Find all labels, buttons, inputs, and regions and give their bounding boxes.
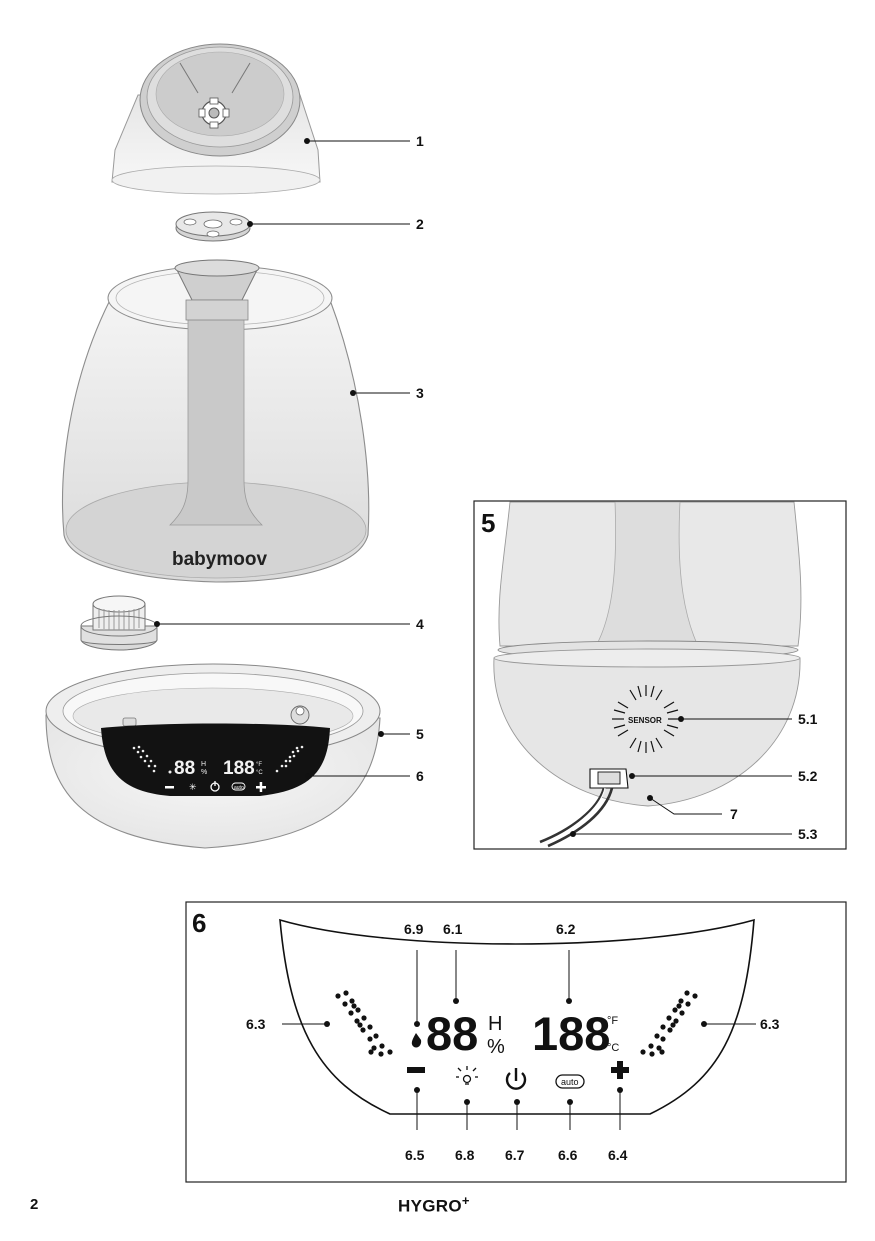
humidity-display: 88 <box>426 1007 478 1060</box>
temperature-display: 188 <box>532 1007 610 1060</box>
sensor-rays <box>612 685 680 753</box>
callout-7: 7 <box>730 806 738 822</box>
mini-humidity-digits: 88 <box>174 758 195 779</box>
callout-5-2: 5.2 <box>798 768 818 784</box>
manual-title: HYGRO+ <box>398 1193 470 1217</box>
callout-5-1: 5.1 <box>798 711 818 727</box>
part-4-filter <box>80 595 158 651</box>
callout-6-4: 6.4 <box>608 1147 628 1163</box>
night-light-icon <box>456 1066 478 1085</box>
svg-text:°C: °C <box>256 770 263 776</box>
detail-box-5: 5 SENSOR <box>473 500 847 850</box>
detail-5-number: 5 <box>481 508 495 538</box>
temp-unit-f: °F <box>607 1015 618 1027</box>
manual-title-text: HYGRO <box>398 1196 462 1216</box>
callout-6-1: 6.1 <box>443 921 463 937</box>
callout-6-7: 6.7 <box>505 1147 525 1163</box>
dots-right-6-3 <box>640 990 698 1057</box>
detail-6-leaders <box>282 950 756 1130</box>
page-number: 2 <box>30 1196 39 1213</box>
mini-temp-digits: 188 <box>223 758 255 779</box>
callout-dots <box>154 138 384 779</box>
mini-dots-left <box>132 745 157 773</box>
detail-5-leaders <box>573 718 792 835</box>
part-6-control-panel: 88 188 H % °F °C ✳ auto <box>101 723 330 796</box>
svg-text:%: % <box>201 769 207 776</box>
manual-title-sup: + <box>461 1193 470 1208</box>
callout-1: 1 <box>416 133 424 149</box>
auto-mode-icon: auto <box>555 1074 585 1089</box>
callout-6-3-left: 6.3 <box>246 1016 266 1032</box>
part-1-mist-cap <box>111 43 321 195</box>
mini-dots-right <box>275 745 304 773</box>
humidity-unit-percent: % <box>487 1036 505 1058</box>
detail-6-dots <box>324 998 707 1105</box>
callout-6-9: 6.9 <box>404 921 424 937</box>
callout-6-5: 6.5 <box>405 1147 425 1163</box>
callout-6: 6 <box>416 768 424 784</box>
temp-unit-c: °C <box>607 1042 619 1054</box>
callout-6-6: 6.6 <box>558 1147 578 1163</box>
plus-button-icon <box>611 1061 629 1079</box>
auto-label: auto <box>561 1077 579 1087</box>
humidity-unit-h: H <box>488 1013 502 1035</box>
part-2-float <box>175 211 251 242</box>
minus-button-icon <box>407 1067 425 1073</box>
callout-2: 2 <box>416 216 424 232</box>
callout-leaders <box>157 140 410 777</box>
detail-5-dots <box>570 716 684 837</box>
power-icon <box>505 1068 527 1090</box>
water-drop-icon <box>411 1033 422 1048</box>
dots-left-6-3 <box>335 990 393 1057</box>
part-3-water-tank: babymoov <box>62 259 370 583</box>
detail-box-6: 6 <box>185 901 847 1183</box>
callout-3: 3 <box>416 385 424 401</box>
callout-6-3-right: 6.3 <box>760 1016 780 1032</box>
svg-text:°F: °F <box>256 762 262 768</box>
callout-4: 4 <box>416 616 424 632</box>
callout-6-2: 6.2 <box>556 921 576 937</box>
tank-brand-logo: babymoov <box>172 549 267 570</box>
sensor-label: SENSOR <box>628 716 662 725</box>
svg-text:H: H <box>201 761 206 768</box>
detail-6-number: 6 <box>192 908 206 938</box>
mini-auto-label: auto <box>234 785 244 791</box>
callout-6-8: 6.8 <box>455 1147 475 1163</box>
callout-5: 5 <box>416 726 424 742</box>
callout-5-3: 5.3 <box>798 826 818 842</box>
svg-text:✳: ✳ <box>189 783 197 793</box>
